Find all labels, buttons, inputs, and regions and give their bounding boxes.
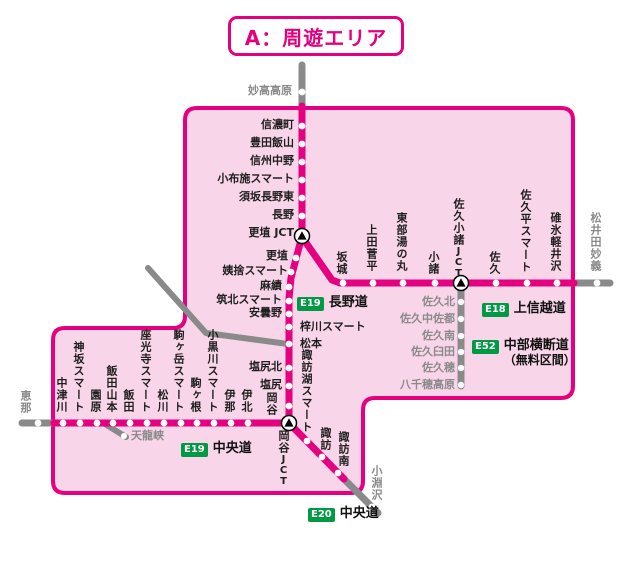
station-label-nagano: 長野 (272, 208, 294, 221)
station-label-ena: 恵那 (19, 390, 32, 414)
station-label-komoro: 小諸 (427, 251, 440, 275)
station-label-toyota-iiyama: 豊田飯山 (250, 136, 294, 149)
area-title-box: A：周遊エリア (228, 16, 404, 56)
road-label-chuo-do-east: E20 中央道 (308, 506, 379, 522)
station-label-chikuhoku-smart: 筑北スマート (216, 293, 282, 306)
station-label-matsuida-myogi: 松井田妙義 (589, 212, 602, 272)
road-name-chuo-do-east: 中央道 (339, 506, 379, 521)
road-name-nagano-do: 長野道 (328, 295, 368, 310)
station-label-komagane: 駒ヶ根 (189, 377, 202, 413)
station-label-saku-minami: 佐久南 (422, 329, 455, 342)
station-label-matsukawa: 松川 (156, 389, 169, 413)
road-label-nagano-do: E19 長野道 (297, 295, 368, 311)
road-note-free-section: （無料区間） (503, 352, 576, 367)
station-label-obasute-smart: 姨捨スマート (222, 264, 288, 277)
station-label-koshoku-jct: 更埴 JCT (248, 226, 295, 239)
station-label-iida-yamamoto: 飯田山本 (105, 365, 118, 413)
station-label-saku: 佐久 (488, 251, 501, 275)
station-label-suzaka-nagano-higashi: 須坂長野東 (239, 190, 294, 203)
station-label-ueda-sugadaira: 上田菅平 (365, 224, 378, 272)
road-badge-e20: E20 (308, 508, 335, 522)
road-name-chubu-odan-do: 中部横断道 （無料区間） (503, 338, 576, 367)
road-label-joshinetsu-do: E18 上信越道 (482, 301, 566, 317)
station-label-saku-komoro-jct: 佐久小諸JCT (452, 198, 465, 279)
station-label-yachiho-kogen: 八千穂高原 (400, 378, 455, 391)
station-label-shinanomachi: 信濃町 (261, 118, 294, 131)
station-label-usui-karuizawa: 碓氷軽井沢 (549, 212, 562, 272)
station-label-sakaki: 坂城 (335, 251, 348, 275)
station-label-obuse-smart: 小布施スマート (217, 172, 294, 185)
station-label-sakudaira-smart: 佐久平スマート (519, 189, 532, 273)
station-label-iida: 飯田 (122, 389, 135, 413)
road-name-joshinetsu-do: 上信越道 (513, 301, 566, 316)
area-title: A：周遊エリア (244, 25, 388, 50)
station-label-azusagawa-smart: 梓川スマート (300, 320, 366, 333)
jct-symbols (280, 227, 470, 432)
station-label-misaka-smart: 神坂スマート (72, 341, 85, 413)
station-label-saku-usuda: 佐久臼田 (411, 345, 455, 358)
station-label-saku-nakasato: 佐久中佐都 (400, 312, 455, 325)
station-label-omi: 麻績 (260, 279, 282, 292)
road-badge-e52: E52 (472, 340, 499, 354)
station-label-nakatsugawa: 中津川 (55, 377, 68, 413)
station-label-kobuchizawa: 小淵沢 (370, 465, 383, 501)
road-label-chuo-do-west: E19 中央道 (181, 441, 252, 457)
station-label-okaya: 岡谷 (265, 392, 278, 416)
station-label-myoko-kogen: 妙高高原 (248, 84, 292, 97)
station-label-shinshu-nakano: 信州中野 (250, 154, 294, 167)
station-dots (34, 88, 601, 511)
road-name-chuo-do-west: 中央道 (212, 441, 252, 456)
road-badge-e19-nagano: E19 (297, 297, 324, 311)
station-label-saku-kita: 佐久北 (422, 295, 455, 308)
station-label-suwa: 諏訪 (319, 427, 332, 451)
station-label-zakoji-smart: 座光寺スマート (139, 329, 152, 413)
station-label-shiojiri-kita: 塩尻北 (249, 360, 282, 373)
road-label-chubu-odan-do: E52 中部横断道 （無料区間） (472, 338, 576, 368)
road-badge-e19-chuo: E19 (181, 443, 208, 457)
station-label-okurogawa-smart: 小黒川スマート (206, 329, 219, 413)
station-label-sonohara: 園原 (89, 389, 102, 413)
station-label-ina: 伊那 (223, 389, 236, 413)
station-label-ihoku: 伊北 (240, 389, 253, 413)
station-label-komagatake-smart: 駒ヶ岳スマート (172, 329, 185, 413)
station-label-suwa-minami: 諏訪南 (337, 431, 350, 467)
station-label-tobu-yunomaru: 東部湯の丸 (395, 212, 408, 272)
station-label-koshoku: 更埴 (266, 249, 288, 262)
station-label-okaya-jct: 岡谷JCT (277, 430, 290, 487)
road-badge-e18: E18 (482, 303, 509, 317)
station-label-sakuho: 佐久穂 (422, 361, 455, 374)
station-label-azumino: 安曇野 (249, 306, 282, 319)
station-label-suwako-smart: 諏訪湖スマート (300, 349, 313, 433)
station-label-shiojiri: 塩尻 (260, 378, 282, 391)
station-label-matsumoto: 松本 (300, 337, 322, 350)
station-label-tenryukyo: 天龍峡 (131, 429, 164, 442)
